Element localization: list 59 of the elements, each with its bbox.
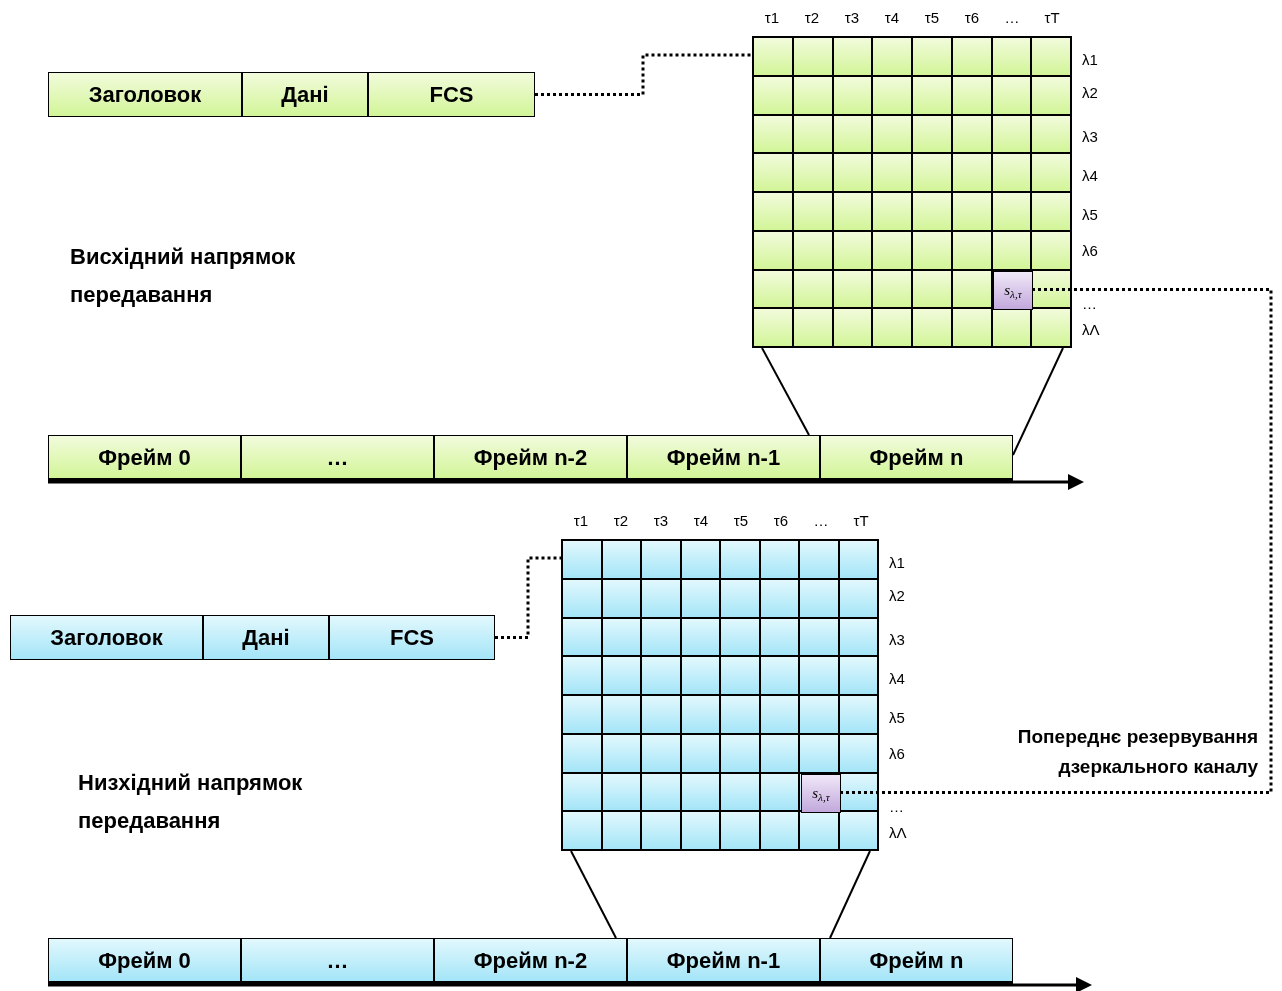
frame-box: Фрейм n-1 bbox=[627, 938, 820, 984]
wavelength-label: λ6 bbox=[889, 746, 905, 761]
wavelength-label: λ2 bbox=[1082, 85, 1098, 100]
wavelength-label: λ2 bbox=[889, 588, 905, 603]
time-slot-label: … bbox=[1003, 10, 1021, 25]
zoom-line bbox=[761, 347, 810, 436]
wavelength-label: … bbox=[1082, 296, 1097, 311]
time-wavelength-grid bbox=[561, 539, 879, 851]
wavelength-label: λ5 bbox=[889, 710, 905, 725]
frame-box: … bbox=[241, 938, 434, 984]
wavelength-label: λ3 bbox=[889, 632, 905, 647]
frame-box: Фрейм n-2 bbox=[434, 938, 627, 984]
frame-field-box: FCS bbox=[368, 72, 535, 117]
time-slot-label: τ5 bbox=[923, 10, 941, 25]
time-slot-label: τ1 bbox=[763, 10, 781, 25]
frame-box: Фрейм n-1 bbox=[627, 435, 820, 481]
time-slot-label: τ1 bbox=[572, 513, 590, 528]
direction-label: Низхідний напрямок передавання bbox=[78, 769, 304, 835]
time-slot-label: τ2 bbox=[803, 10, 821, 25]
frame-field-box: Дані bbox=[203, 615, 329, 660]
time-slot-label: τT bbox=[852, 513, 870, 528]
time-slot-label: τ6 bbox=[963, 10, 981, 25]
frame-box: … bbox=[241, 435, 434, 481]
time-slot-label: τ3 bbox=[843, 10, 861, 25]
time-slot-label: τ4 bbox=[692, 513, 710, 528]
wavelength-label: λ3 bbox=[1082, 129, 1098, 144]
wavelength-label: λΛ bbox=[889, 825, 907, 840]
dotted-connector bbox=[840, 288, 1273, 794]
time-slot-label: τ6 bbox=[772, 513, 790, 528]
frame-box: Фрейм n-2 bbox=[434, 435, 627, 481]
wavelength-label: λ4 bbox=[889, 671, 905, 686]
wavelength-label: λ1 bbox=[1082, 52, 1098, 67]
frame-field-box: FCS bbox=[329, 615, 495, 660]
wavelength-label: λΛ bbox=[1082, 322, 1100, 337]
time-slot-label: … bbox=[812, 513, 830, 528]
zoom-line bbox=[1012, 347, 1064, 456]
frame-field-box: Заголовок bbox=[48, 72, 242, 117]
reserved-slot-cell: s$_{λ,τ}$ bbox=[801, 774, 841, 813]
wavelength-label: λ1 bbox=[889, 555, 905, 570]
frame-field-box: Дані bbox=[242, 72, 368, 117]
frame-box: Фрейм n bbox=[820, 435, 1013, 481]
direction-label: Висхідний напрямок передавання bbox=[70, 243, 297, 309]
time-slot-label: τ5 bbox=[732, 513, 750, 528]
time-wavelength-grid bbox=[752, 36, 1072, 348]
frame-field-box: Заголовок bbox=[10, 615, 203, 660]
time-slot-label: τ2 bbox=[612, 513, 630, 528]
frame-box: Фрейм 0 bbox=[48, 435, 241, 481]
dotted-connector bbox=[495, 556, 561, 639]
frame-box: Фрейм n bbox=[820, 938, 1013, 984]
time-slot-label: τT bbox=[1043, 10, 1061, 25]
frame-box: Фрейм 0 bbox=[48, 938, 241, 984]
wavelength-label: λ6 bbox=[1082, 243, 1098, 258]
time-slot-label: τ3 bbox=[652, 513, 670, 528]
wavelength-label: λ5 bbox=[1082, 207, 1098, 222]
wavelength-label: λ4 bbox=[1082, 168, 1098, 183]
dotted-connector bbox=[535, 53, 752, 96]
wavelength-label: … bbox=[889, 799, 904, 814]
time-slot-label: τ4 bbox=[883, 10, 901, 25]
reserved-slot-cell: s$_{λ,τ}$ bbox=[993, 271, 1033, 310]
